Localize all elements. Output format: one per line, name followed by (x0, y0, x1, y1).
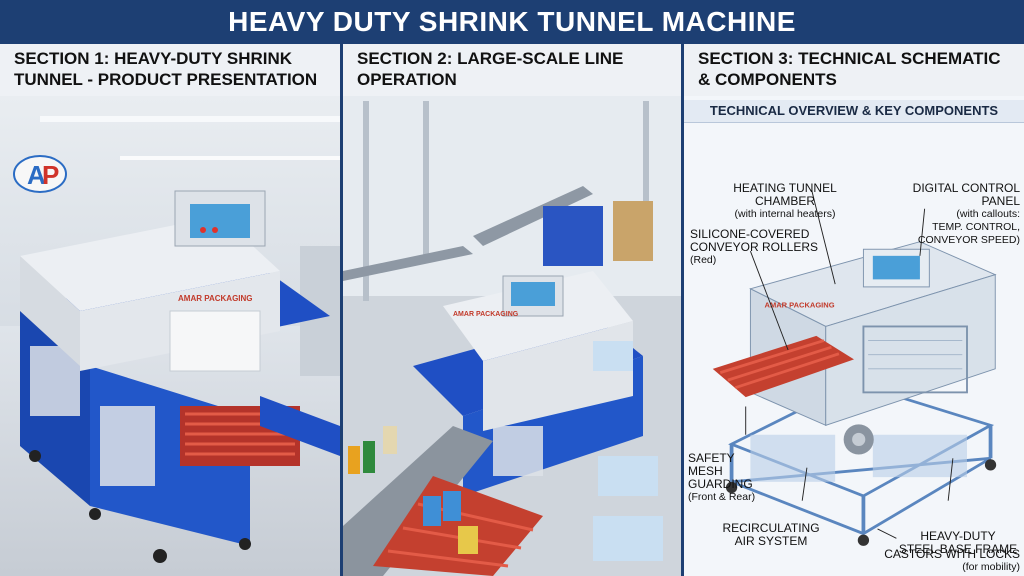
section-1-machine-photo: A P AMAR PACKAGING (0, 96, 340, 576)
technical-schematic-drawing: AMAR PACKAGING (693, 124, 1015, 550)
callout-conveyor-rollers: SILICONE-COVERED CONVEYOR ROLLERS (Red) (690, 227, 819, 267)
main-title-banner: HEAVY DUTY SHRINK TUNNEL MACHINE (0, 0, 1024, 44)
callout-air-system: RECIRCULATING AIR SYSTEM (722, 521, 820, 548)
company-logo: A P (13, 155, 67, 193)
section-3-title: SECTION 3: TECHNICAL SCHEMATIC & COMPONE… (684, 44, 1024, 96)
svg-text:A: A (27, 160, 46, 190)
callout-control-panel: DIGITAL CONTROL PANEL (with callouts: TE… (912, 181, 1020, 247)
section-2-title: SECTION 2: LARGE-SCALE LINE OPERATION (343, 44, 681, 96)
section-1-title: SECTION 1: HEAVY-DUTY SHRINK TUNNEL - PR… (0, 44, 340, 96)
callout-heating-chamber: HEATING TUNNEL CHAMBER (with internal he… (733, 181, 837, 221)
machine-brand-label-3: AMAR PACKAGING (765, 301, 835, 310)
machine-brand-label-2: AMAR PACKAGING (453, 311, 519, 318)
callout-safety-mesh: SAFETY MESH GUARDING (Front & Rear) (688, 451, 756, 504)
schematic-heading: TECHNICAL OVERVIEW & KEY COMPONENTS (684, 100, 1024, 123)
section-3-panel: SECTION 3: TECHNICAL SCHEMATIC & COMPONE… (684, 44, 1024, 576)
callout-castors: CASTORS WITH LOCKS (for mobility) (884, 547, 1020, 574)
machine-brand-label: AMAR PACKAGING (178, 294, 253, 303)
callout-steel-frame: HEAVY-DUTY STEEL BASE FRAME (898, 529, 1018, 556)
svg-text:P: P (42, 160, 59, 190)
section-2-line-photo: AMAR PACKAGING (343, 96, 681, 576)
section-2-panel: SECTION 2: LARGE-SCALE LINE OPERATION AM… (343, 44, 681, 576)
section-1-panel: SECTION 1: HEAVY-DUTY SHRINK TUNNEL - PR… (0, 44, 340, 576)
